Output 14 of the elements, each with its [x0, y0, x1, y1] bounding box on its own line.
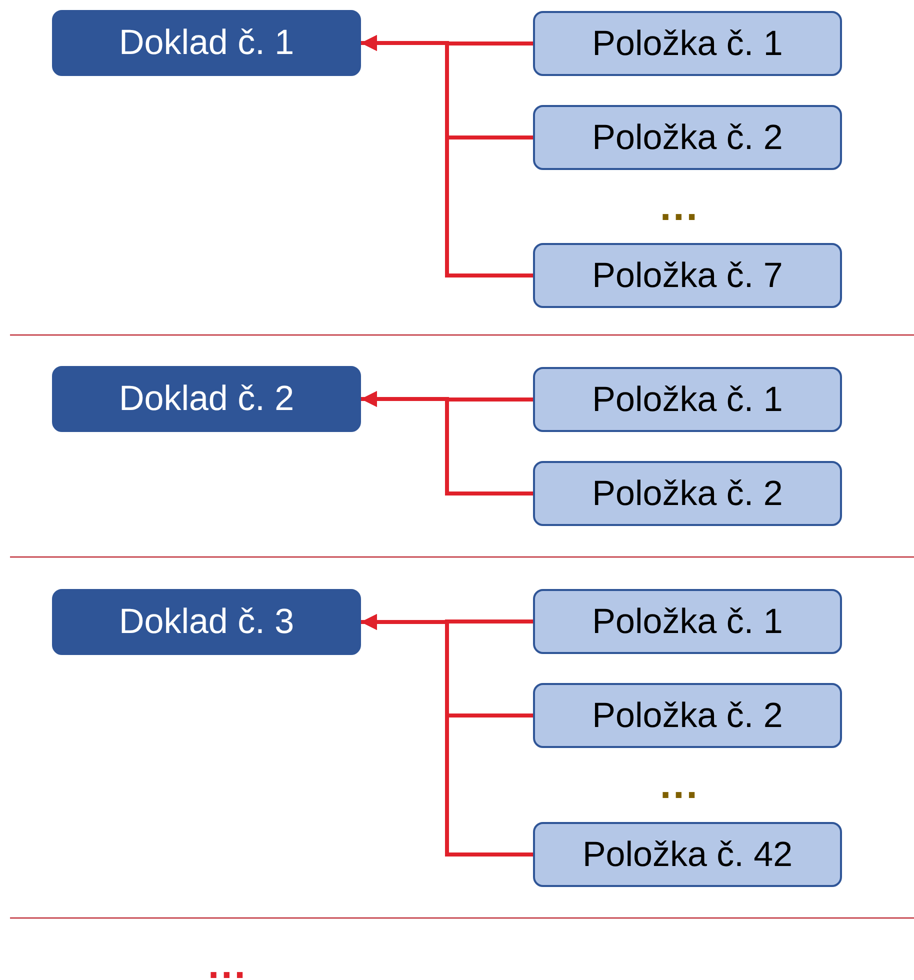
item-box: Položka č. 1	[533, 367, 842, 432]
ellipsis-text: ...	[660, 765, 700, 805]
document-box: Doklad č. 2	[52, 366, 361, 432]
item-box: Položka č. 1	[533, 589, 842, 654]
ellipsis-text: ...	[208, 945, 248, 980]
item-box: Položka č. 2	[533, 683, 842, 748]
item-box: Položka č. 42	[533, 822, 842, 887]
ellipsis-text: ...	[660, 187, 700, 227]
item-box: Položka č. 1	[533, 11, 842, 76]
item-box: Položka č. 2	[533, 105, 842, 170]
item-box: Položka č. 7	[533, 243, 842, 308]
item-box: Položka č. 2	[533, 461, 842, 526]
document-box: Doklad č. 1	[52, 10, 361, 76]
document-box: Doklad č. 3	[52, 589, 361, 655]
